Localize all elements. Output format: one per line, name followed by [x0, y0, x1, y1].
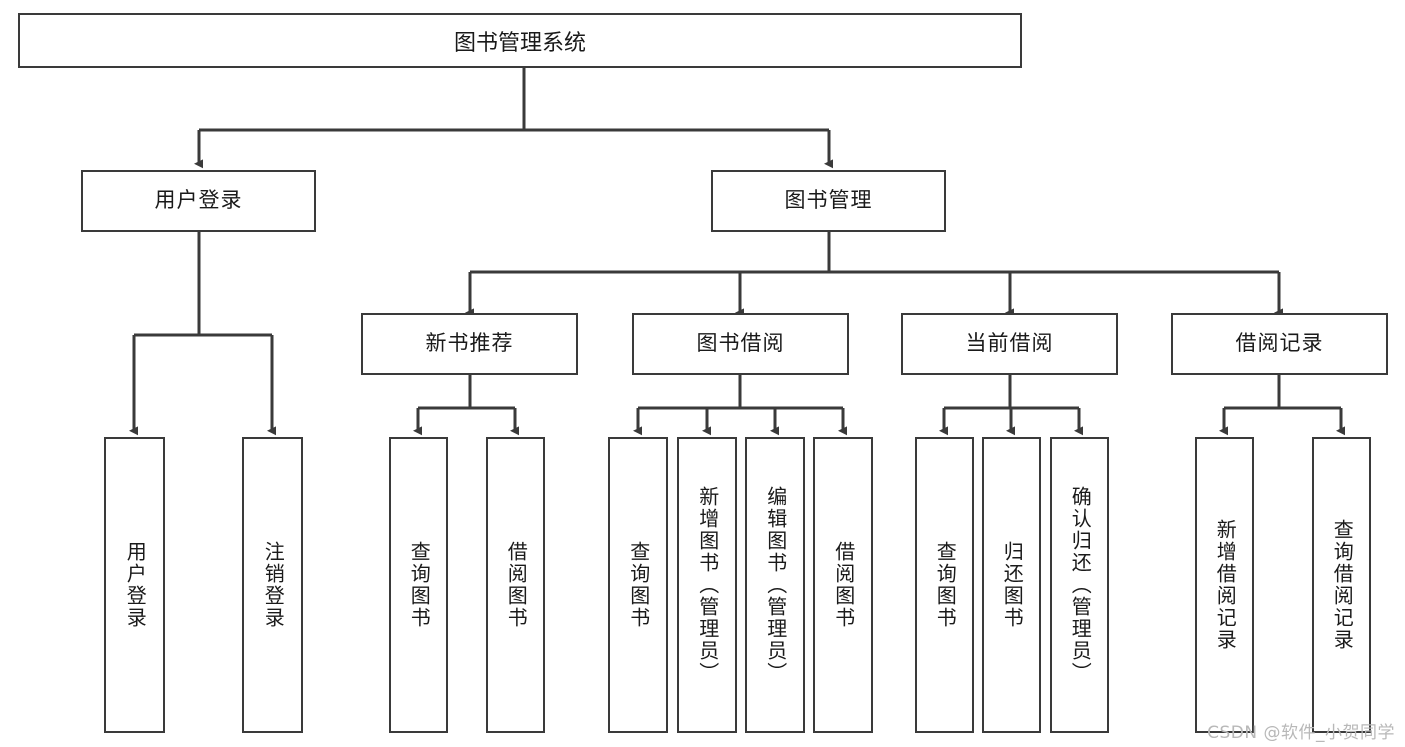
node-label: 图书借阅 — [696, 331, 785, 356]
leaf-bookborrow-borrow-book[interactable]: 借阅图书 — [813, 437, 873, 733]
leaf-label: 新增图书（管理员） — [695, 486, 720, 684]
node-new-book-recommend[interactable]: 新书推荐 — [361, 313, 578, 375]
leaf-currentborrow-query-book[interactable]: 查询图书 — [915, 437, 974, 733]
node-label: 当前借阅 — [965, 331, 1054, 356]
leaf-currentborrow-confirm-return-admin[interactable]: 确认归还（管理员） — [1050, 437, 1109, 733]
leaf-label: 归还图书 — [1000, 541, 1025, 629]
node-label: 借阅记录 — [1235, 331, 1324, 356]
node-book-borrow[interactable]: 图书借阅 — [632, 313, 849, 375]
node-root-book-management-system[interactable]: 图书管理系统 — [18, 13, 1022, 68]
leaf-bookborrow-add-book-admin[interactable]: 新增图书（管理员） — [677, 437, 737, 733]
leaf-user-login-query[interactable]: 用户登录 — [104, 437, 165, 733]
leaf-label: 确认归还（管理员） — [1068, 486, 1093, 684]
leaf-label: 查询图书 — [407, 541, 432, 629]
leaf-borrowrecord-query-record[interactable]: 查询借阅记录 — [1312, 437, 1371, 733]
node-book-management[interactable]: 图书管理 — [711, 170, 946, 232]
node-borrow-record[interactable]: 借阅记录 — [1171, 313, 1388, 375]
leaf-label: 查询图书 — [626, 541, 651, 629]
leaf-label: 用户登录 — [123, 541, 148, 629]
leaf-borrowrecord-add-record[interactable]: 新增借阅记录 — [1195, 437, 1254, 733]
leaf-newbook-query-book[interactable]: 查询图书 — [389, 437, 448, 733]
leaf-bookborrow-edit-book-admin[interactable]: 编辑图书（管理员） — [745, 437, 805, 733]
node-label: 图书管理系统 — [453, 30, 586, 56]
leaf-currentborrow-return-book[interactable]: 归还图书 — [982, 437, 1041, 733]
leaf-bookborrow-query-book[interactable]: 查询图书 — [608, 437, 668, 733]
leaf-newbook-borrow-book[interactable]: 借阅图书 — [486, 437, 545, 733]
leaf-label: 查询图书 — [933, 541, 958, 629]
leaf-label: 查询借阅记录 — [1330, 519, 1355, 651]
leaf-label: 借阅图书 — [504, 541, 529, 629]
leaf-label: 借阅图书 — [831, 541, 856, 629]
node-user-login[interactable]: 用户登录 — [81, 170, 316, 232]
leaf-label: 新增借阅记录 — [1213, 519, 1238, 651]
leaf-label: 注销登录 — [261, 541, 286, 629]
leaf-label: 编辑图书（管理员） — [763, 486, 788, 684]
leaf-user-logout[interactable]: 注销登录 — [242, 437, 303, 733]
node-label: 图书管理 — [784, 188, 873, 213]
node-label: 新书推荐 — [425, 331, 514, 356]
csdn-watermark: CSDN @软件_小贺同学 — [1207, 723, 1395, 743]
node-label: 用户登录 — [154, 188, 243, 213]
node-current-borrow[interactable]: 当前借阅 — [901, 313, 1118, 375]
